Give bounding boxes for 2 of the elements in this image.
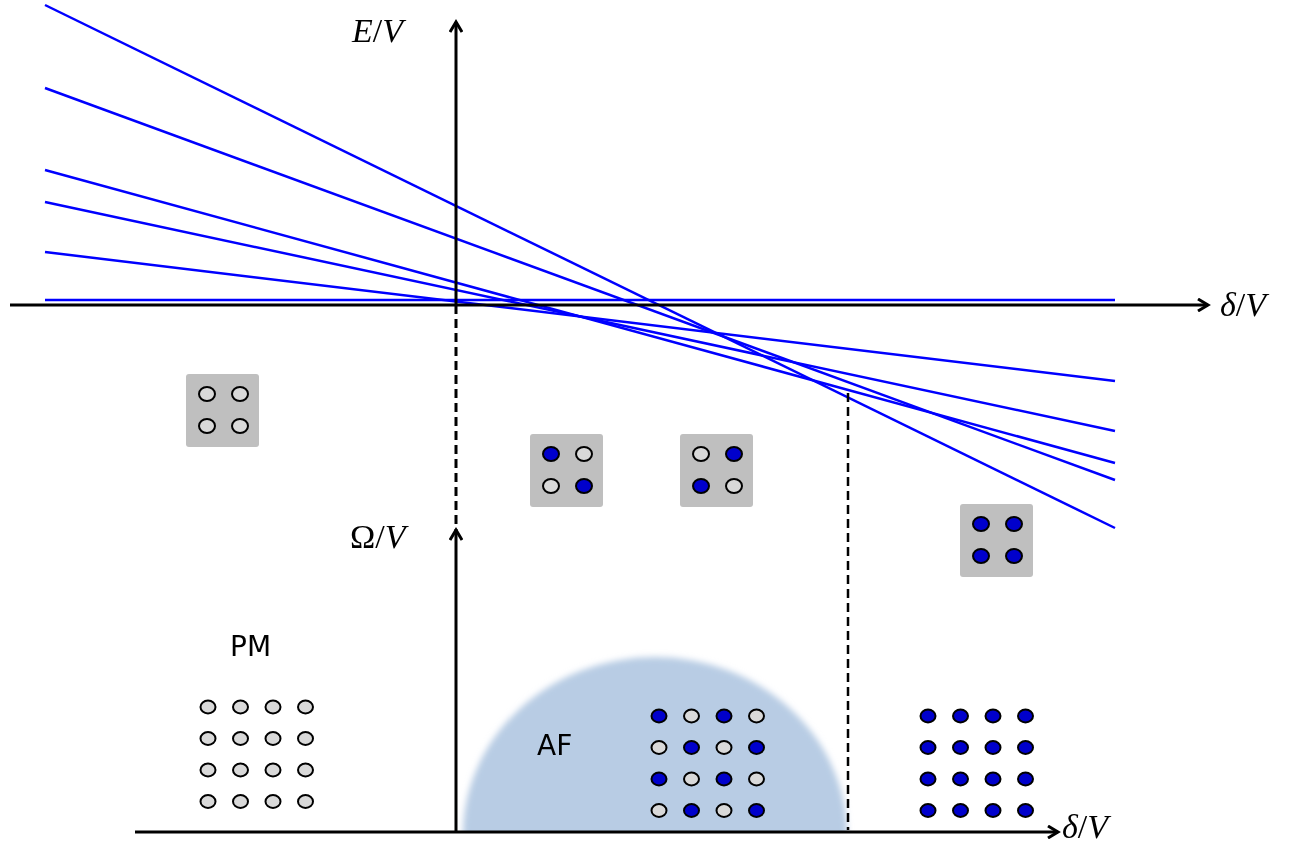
- phase-label: PM: [230, 633, 272, 661]
- phase-label: AF: [537, 732, 573, 760]
